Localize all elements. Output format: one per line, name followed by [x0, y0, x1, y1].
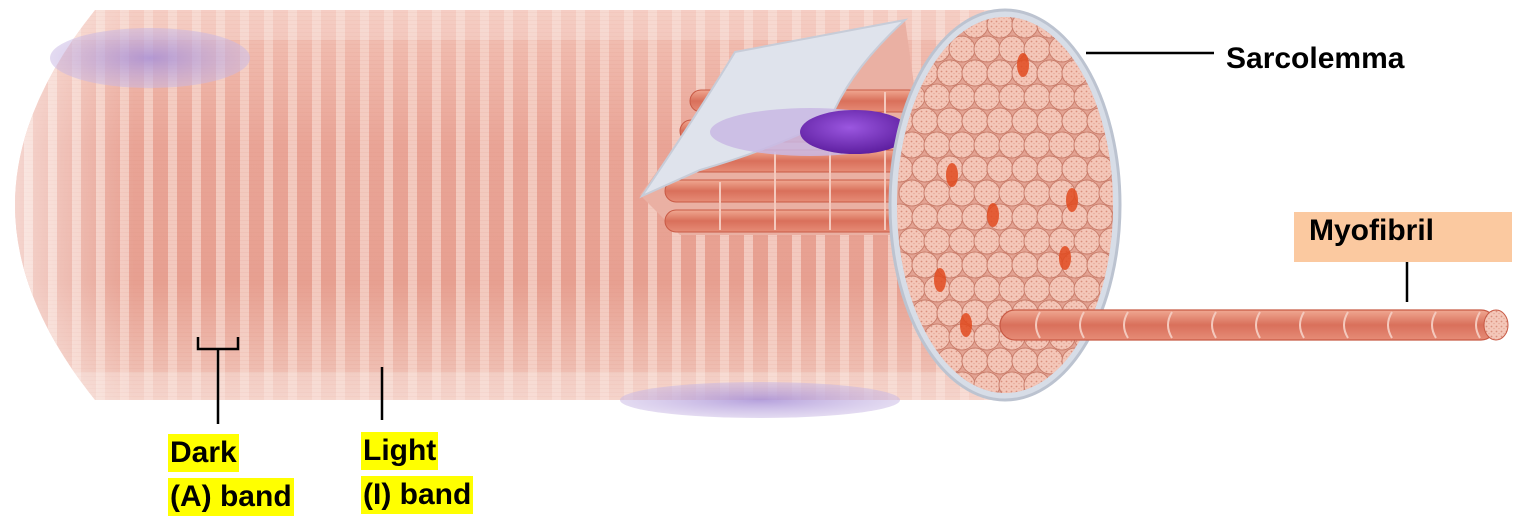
myofibril-cross-section: [912, 204, 938, 230]
myofibril-cross-section: [1037, 108, 1063, 134]
dark-band-label-line2: (A) band: [168, 478, 294, 516]
myofibril-cross-section: [962, 348, 988, 374]
myofibril-strand: [1000, 310, 1508, 340]
organelle: [1066, 188, 1078, 212]
myofibril-cross-section: [962, 252, 988, 278]
myofibril-cross-section: [1037, 156, 1063, 182]
nucleus-top-left: [50, 28, 250, 88]
myofibril-cross-section: [1074, 372, 1100, 398]
myofibril-cross-section: [1124, 228, 1150, 254]
myofibril-cross-section: [1124, 36, 1150, 62]
myofibril-cross-section: [912, 156, 938, 182]
nucleus-bottom: [620, 382, 900, 418]
organelle: [934, 268, 946, 292]
myofibril-cross-section: [1087, 156, 1113, 182]
myofibril-cross-section: [899, 228, 925, 254]
myofibril-cross-section: [1024, 180, 1050, 206]
myofibril-cross-section: [1062, 108, 1088, 134]
organelle: [1017, 53, 1029, 77]
myofibril-cross-section: [999, 180, 1025, 206]
myofibril-cross-section: [1049, 132, 1075, 158]
myofibril-cross-section: [999, 276, 1025, 302]
myofibril-cross-section: [1124, 132, 1150, 158]
myofibril-cross-section: [1099, 372, 1125, 398]
organelle: [1059, 246, 1071, 270]
myofibril-cross-section: [949, 132, 975, 158]
myofibril-cross-section: [1112, 12, 1138, 38]
myofibril-cross-section: [1087, 204, 1113, 230]
myofibril-cross-section: [1112, 60, 1138, 86]
myofibril-cross-section: [937, 300, 963, 326]
myofibril-cross-section: [1124, 276, 1150, 302]
myofibril-cross-section: [937, 60, 963, 86]
myofibril-cross-section: [974, 180, 1000, 206]
myofibril-cross-section: [912, 108, 938, 134]
myofibril-cross-section: [987, 348, 1013, 374]
myofibril-cross-section: [1012, 204, 1038, 230]
myofibril-cross-section: [974, 132, 1000, 158]
myofibril-cross-section: [1012, 156, 1038, 182]
myofibril-cross-section: [1037, 204, 1063, 230]
myofibril-cross-section: [1087, 348, 1113, 374]
myofibril-cross-section: [962, 108, 988, 134]
myofibril-cross-section: [1024, 84, 1050, 110]
myofibril-cross-section: [987, 156, 1013, 182]
organelle: [946, 163, 958, 187]
myofibril-cross-section: [912, 252, 938, 278]
organelle: [987, 203, 999, 227]
myofibril-cross-section: [987, 60, 1013, 86]
myofibril-cross-section: [974, 324, 1000, 350]
myofibril-cross-section: [1112, 348, 1138, 374]
myofibril-cross-section: [987, 252, 1013, 278]
dark-band-label-line1: Dark: [168, 434, 239, 472]
myofibril-cross-section: [937, 204, 963, 230]
myofibril-cross-section: [1062, 12, 1088, 38]
light-band-label-line2: (I) band: [361, 476, 473, 514]
myofibril-cross-section: [924, 180, 950, 206]
myofibril-cross-section: [1099, 36, 1125, 62]
myofibril-cross-section: [1074, 228, 1100, 254]
myofibril-cross-section: [1124, 372, 1150, 398]
organelle: [960, 313, 972, 337]
myofibril-cross-section: [974, 276, 1000, 302]
myofibril-cross-section: [1012, 348, 1038, 374]
myofibril-cross-section: [1124, 180, 1150, 206]
myofibril-cross-section: [1087, 12, 1113, 38]
myofibril-cross-section: [1024, 132, 1050, 158]
myofibril-cross-section: [1024, 228, 1050, 254]
myofibril-cross-section: [949, 276, 975, 302]
fiber-end-face: [887, 10, 1150, 400]
myofibril-cross-section: [999, 84, 1025, 110]
myofibril-cross-section: [1049, 84, 1075, 110]
myofibril-cross-section: [937, 108, 963, 134]
myofibril-cross-section: [974, 36, 1000, 62]
myofibril-cross-section: [1124, 84, 1150, 110]
myofibril-cross-section: [1037, 60, 1063, 86]
myofibril-cross-section: [949, 228, 975, 254]
myofibril-cross-section: [924, 228, 950, 254]
myofibril-cross-section: [974, 228, 1000, 254]
myofibril-cross-section: [1049, 276, 1075, 302]
myofibril-cross-section: [1012, 108, 1038, 134]
myofibril-cross-section: [1012, 252, 1038, 278]
myofibril-cross-section: [924, 132, 950, 158]
myofibril-cross-section: [974, 84, 1000, 110]
myofibril-cross-section: [1074, 276, 1100, 302]
myofibril-cross-section: [899, 180, 925, 206]
myofibril-cross-section: [962, 156, 988, 182]
myofibril-label: Myofibril: [1309, 212, 1434, 250]
myofibril-cross-section: [924, 84, 950, 110]
light-band-label-line1: Light: [361, 432, 438, 470]
myofibril-cross-section: [949, 84, 975, 110]
myofibril-cross-section: [1112, 108, 1138, 134]
myofibril-cross-section: [999, 132, 1025, 158]
sarcolemma-label: Sarcolemma: [1226, 40, 1404, 78]
myofibril-cross-section: [987, 108, 1013, 134]
myofibril-cross-section: [962, 204, 988, 230]
myofibril-cross-section: [1074, 132, 1100, 158]
myofibril-cross-section: [962, 60, 988, 86]
myofibril-cross-section: [1024, 276, 1050, 302]
myofibril-cross-section: [999, 228, 1025, 254]
myofibril-cross-section: [1062, 156, 1088, 182]
